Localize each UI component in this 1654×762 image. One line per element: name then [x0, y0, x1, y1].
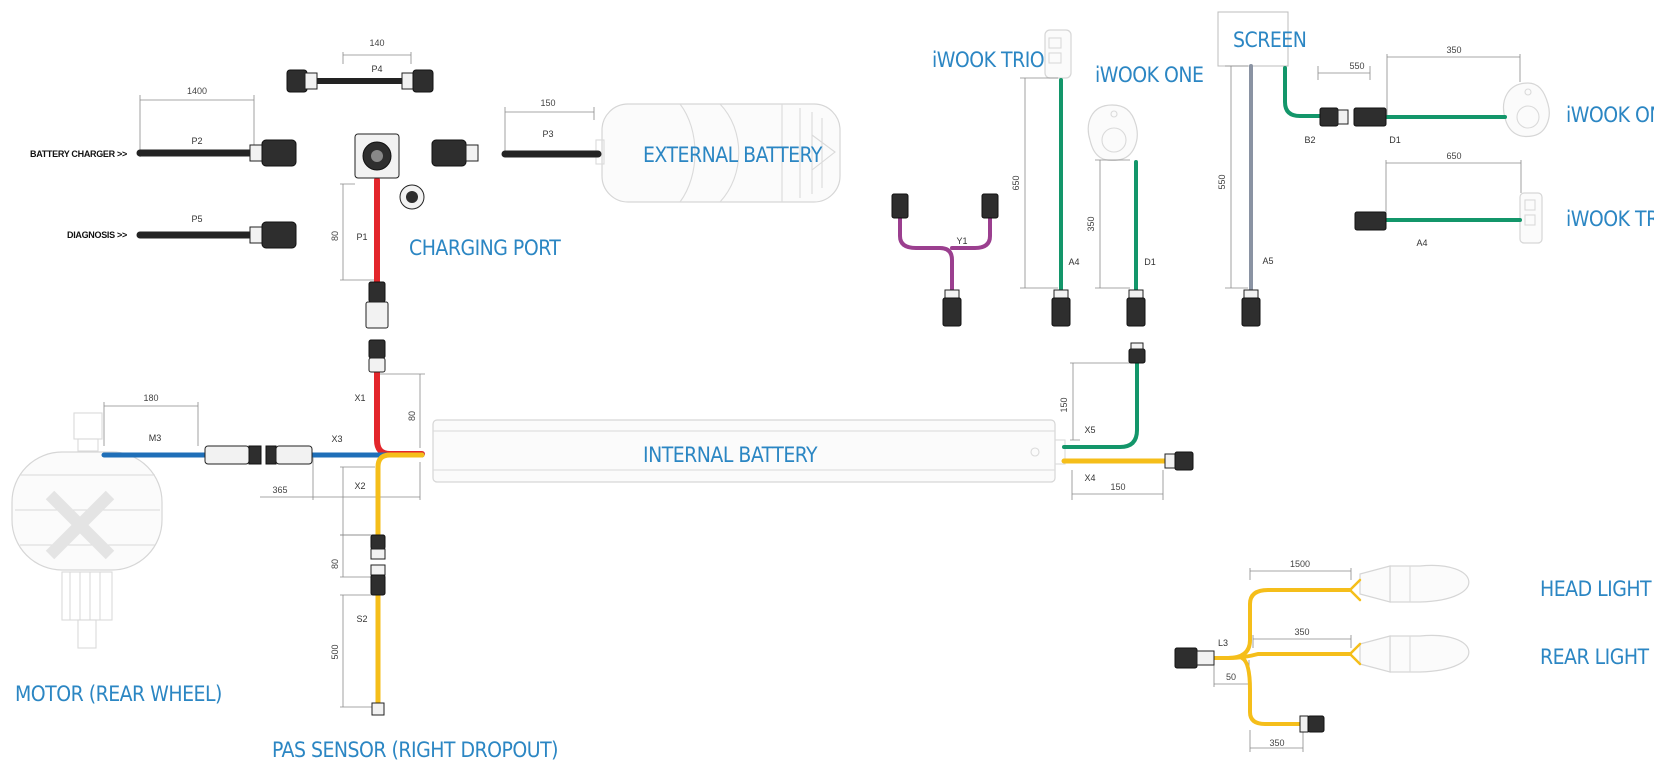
dim-b2: 550 [1349, 61, 1364, 71]
dim-d1-right: 350 [1446, 45, 1461, 55]
dim-x1: 80 [407, 411, 417, 421]
code-a4-right: A4 [1416, 238, 1427, 248]
code-y1: Y1 [956, 236, 967, 246]
code-x2: X2 [354, 481, 365, 491]
iwook-trio-right-device [1519, 192, 1543, 244]
battery-charger-label: BATTERY CHARGER >> [30, 149, 127, 159]
motor-outline [11, 412, 163, 649]
cable-l3-bottom [1240, 656, 1302, 726]
dim-head: 1500 [1290, 559, 1310, 569]
dim-p1: 80 [330, 231, 340, 241]
cable-x2 [375, 452, 425, 538]
screen-title: SCREEN [1233, 28, 1306, 52]
dim-x3: 365 [272, 485, 287, 495]
code-p3: P3 [542, 129, 553, 139]
diagnosis-label: DIAGNOSIS >> [67, 230, 127, 240]
external-battery-title: EXTERNAL BATTERY [643, 143, 823, 167]
wires [101, 64, 1522, 726]
dim-p3: 150 [540, 98, 555, 108]
head-light-device [1359, 564, 1470, 603]
code-x5: X5 [1084, 425, 1095, 435]
code-x4: X4 [1084, 473, 1095, 483]
dim-bottom: 350 [1269, 738, 1284, 748]
connectors [204, 69, 1387, 733]
dim-l3: 50 [1226, 672, 1236, 682]
dim-x4: 150 [1110, 482, 1125, 492]
internal-battery-outline [432, 419, 1066, 483]
dim-m3: 180 [143, 393, 158, 403]
code-s2: S2 [356, 614, 367, 624]
screen-box [1217, 11, 1289, 67]
code-p2: P2 [191, 136, 202, 146]
rear-light-title: REAR LIGHT [1540, 645, 1650, 669]
code-d1-left: D1 [1144, 257, 1156, 267]
code-x1: X1 [354, 393, 365, 403]
code-d1-right: D1 [1389, 135, 1401, 145]
dim-p4: 140 [369, 38, 384, 48]
dim-x2: 80 [330, 559, 340, 569]
code-p4: P4 [371, 64, 382, 74]
code-p5: P5 [191, 214, 202, 224]
code-p1: P1 [356, 232, 367, 242]
dimension-lines [103, 52, 1522, 752]
iwook-trio-left-title: iWOOK TRIO [932, 48, 1044, 72]
dim-p2: 1400 [187, 86, 207, 96]
iwook-trio-left-device [1044, 29, 1072, 79]
cable-b2 [1283, 66, 1322, 118]
cable-x5 [1062, 361, 1139, 449]
iwook-trio-right-title: iWOOK TRIO [1566, 207, 1654, 231]
iwook-one-right-device [1503, 82, 1550, 138]
dim-x5: 150 [1059, 397, 1069, 412]
iwook-one-left-title: iWOOK ONE [1095, 63, 1204, 87]
iwook-one-left-device [1087, 104, 1138, 162]
head-light-title: HEAD LIGHT [1540, 577, 1652, 601]
code-m3: M3 [149, 433, 162, 443]
dim-a4-left: 650 [1011, 175, 1021, 190]
internal-battery-title: INTERNAL BATTERY [643, 443, 818, 467]
external-battery-outline [595, 103, 841, 203]
code-a5: A5 [1262, 256, 1273, 266]
charging-port-title: CHARGING PORT [409, 236, 561, 260]
cable-l3-rear [1226, 652, 1352, 660]
iwook-one-right-title: iWOOK ONE [1566, 103, 1654, 127]
code-b2: B2 [1304, 135, 1315, 145]
dim-s2: 500 [330, 644, 340, 659]
dim-a4-right: 650 [1446, 151, 1461, 161]
dim-d1-left: 350 [1086, 216, 1096, 231]
cable-l3-head [1212, 588, 1352, 660]
code-a4-left: A4 [1068, 257, 1079, 267]
cable-y1 [898, 216, 992, 292]
pas-sensor-title: PAS SENSOR (RIGHT DROPOUT) [272, 738, 558, 762]
rear-light-device [1359, 634, 1470, 673]
dim-a5: 550 [1217, 174, 1227, 189]
dim-rear: 350 [1294, 627, 1309, 637]
code-l3: L3 [1218, 638, 1228, 648]
motor-title: MOTOR (REAR WHEEL) [15, 682, 222, 706]
code-x3: X3 [331, 434, 342, 444]
